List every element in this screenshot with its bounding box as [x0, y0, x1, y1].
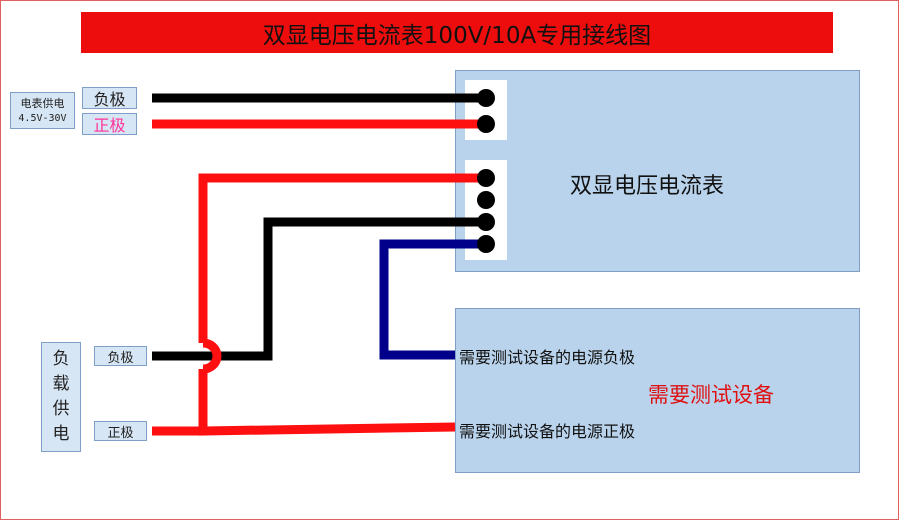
load-supply-label: 负 载 供 电: [41, 342, 81, 452]
device-label: 需要测试设备: [648, 383, 774, 407]
load-supply-char-4: 电: [52, 424, 70, 444]
device-negative-label: 需要测试设备的电源负极: [459, 348, 636, 367]
load-positive-wire: [198, 369, 456, 436]
terminal-dot: [477, 213, 495, 231]
terminal-dot: [477, 235, 495, 253]
load-positive-label: 正极: [94, 421, 147, 441]
load-supply-char-2: 载: [52, 374, 70, 394]
terminal-dot: [477, 169, 495, 187]
load-negative-label: 负极: [94, 346, 147, 366]
meter-power-positive-label: 正极: [82, 113, 137, 135]
terminal-dot: [477, 191, 495, 209]
red-wire-crossover: [202, 338, 222, 374]
meter-power-range: 4.5V-30V: [18, 112, 67, 124]
meter-box: [455, 70, 860, 272]
device-positive-label: 需要测试设备的电源正极: [459, 422, 636, 441]
measure-blue-wire: [379, 239, 485, 360]
terminal-dot: [477, 89, 495, 107]
measure-black-wire: [152, 217, 485, 361]
meter-power-negative-label: 负极: [82, 87, 137, 109]
device-box: [455, 308, 860, 473]
meter-label: 双显电压电流表: [570, 174, 725, 199]
terminal-dot: [477, 115, 495, 133]
diagram-title: 双显电压电流表100V/10A专用接线图: [81, 12, 833, 53]
load-supply-char-1: 负: [52, 349, 70, 369]
meter-power-title: 电表供电: [20, 96, 65, 110]
measure-red-wire: [198, 173, 485, 343]
meter-power-label: 电表供电 4.5V-30V: [10, 92, 75, 129]
load-supply-char-3: 供: [52, 399, 70, 419]
